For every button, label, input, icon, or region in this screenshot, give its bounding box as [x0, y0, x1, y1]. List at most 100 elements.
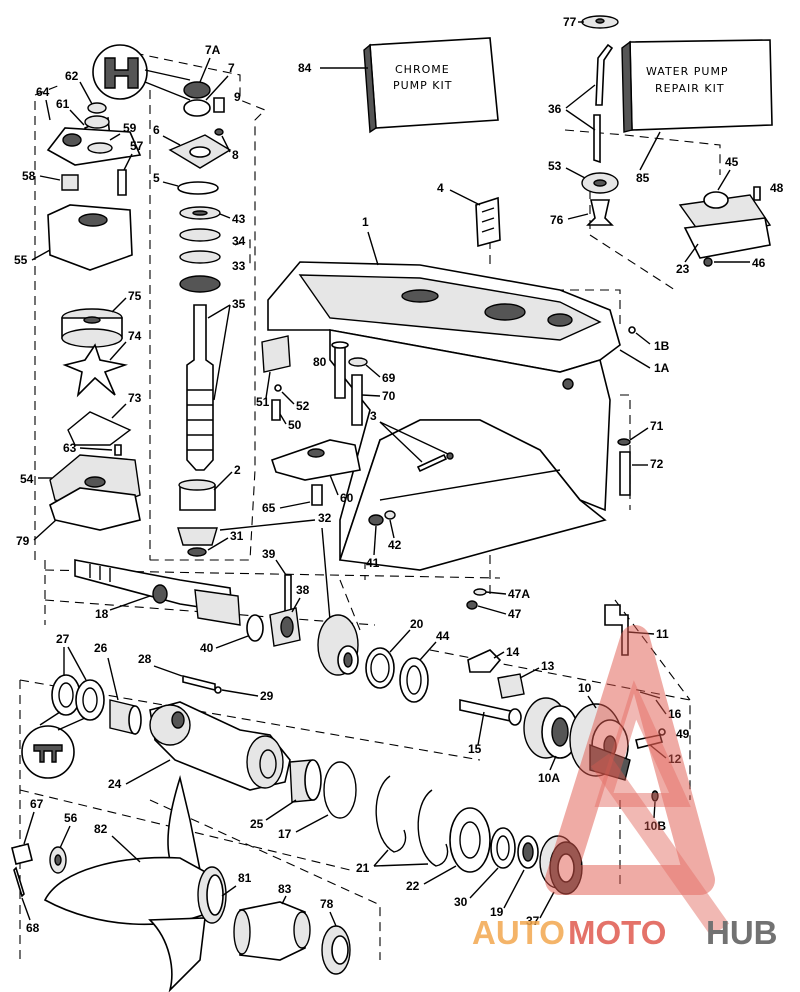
part-number-label: 62: [65, 69, 79, 83]
part-number-label: 46: [752, 256, 766, 270]
right-hardware: 71 72 41 42 47A 47: [366, 419, 664, 621]
chrome-kit-ref: 84: [298, 61, 312, 75]
part-number-label: 77: [563, 15, 577, 29]
part-number-label: 15: [468, 742, 482, 756]
water-kit-ref: 85: [636, 171, 650, 185]
part-number-label: 54: [20, 472, 34, 486]
part-number-label: 31: [230, 529, 244, 543]
part-number-label: 33: [232, 259, 246, 273]
part-number-label: 44: [436, 629, 450, 643]
gearcase-housing: 1 1B 1A: [267, 215, 670, 571]
part-number-label: 40: [200, 641, 214, 655]
part-number-label: 21: [356, 861, 370, 875]
part-number-label: 22: [406, 879, 420, 893]
part-number-label: 76: [550, 213, 564, 227]
part-number-label: 13: [541, 659, 555, 673]
part-number-label: 32: [318, 511, 332, 525]
part-4-screen: 4: [437, 181, 501, 248]
part-number-label: 3: [370, 409, 377, 423]
part-number-label: 74: [128, 329, 142, 343]
logo-auto-text: AUTO: [472, 914, 565, 951]
part-number-label: 53: [548, 159, 562, 173]
part-number-label: 67: [30, 797, 44, 811]
part-number-label: 4: [437, 181, 444, 195]
part-number-label: 38: [296, 583, 310, 597]
part-number-label: 26: [94, 641, 108, 655]
part-number-label: 8: [232, 148, 239, 162]
water-kit-line2: REPAIR KIT: [655, 82, 725, 95]
part-number-label: 35: [232, 297, 246, 311]
part-number-label: 71: [650, 419, 664, 433]
part-number-label: 9: [234, 90, 241, 104]
logo-moto-text: MOTO: [568, 914, 666, 951]
right-pump-housing: 45 48 23 46: [676, 155, 784, 276]
part-number-label: 75: [128, 289, 142, 303]
chrome-pump-kit-box: CHROME PUMP KIT 84: [298, 37, 499, 134]
propshaft-row: 39 40 38 18 20 44: [74, 547, 450, 703]
part-number-label: 14: [506, 645, 520, 659]
mid-bolts: 80 69 70 51 52 50 3: [256, 335, 454, 473]
part-number-label: 73: [128, 391, 142, 405]
part-number-label: 55: [14, 253, 28, 267]
part-number-label: 36: [548, 102, 562, 116]
part-number-label: 50: [288, 418, 302, 432]
part-number-label: 11: [656, 627, 669, 641]
part-number-label: 47: [508, 607, 522, 621]
part-number-label: 29: [260, 689, 274, 703]
propeller-area: 67 56 68 82 81 83 78: [11, 774, 351, 992]
driveshaft-stack: 7A 7 9 8 6 5 43 34 33 35 2 32 31: [92, 43, 332, 621]
chrome-kit-line2: PUMP KIT: [393, 79, 452, 92]
part-number-label: 1B: [654, 339, 670, 353]
part-number-label: 28: [138, 652, 152, 666]
part-number-label: 82: [94, 822, 108, 836]
part-number-label: 19: [490, 905, 504, 919]
part-number-label: 65: [262, 501, 276, 515]
part-number-label: 57: [130, 139, 144, 153]
part-number-label: 1A: [654, 361, 670, 375]
part-number-label: 7A: [205, 43, 221, 57]
part-number-label: 24: [108, 777, 122, 791]
part-number-label: 27: [56, 632, 70, 646]
part-number-label: 81: [238, 871, 252, 885]
part-number-label: 80: [313, 355, 327, 369]
part-number-label: 70: [382, 389, 396, 403]
part-number-label: 6: [153, 123, 160, 137]
part-number-label: 10: [578, 681, 592, 695]
part-number-label: 69: [382, 371, 396, 385]
part-number-label: 63: [63, 441, 77, 455]
part-number-label: 49: [676, 727, 690, 741]
trim-tab-area: 60 65: [262, 439, 361, 515]
part-number-label: 23: [676, 262, 690, 276]
part-number-label: 25: [250, 817, 264, 831]
part-number-label: 18: [95, 607, 109, 621]
part-number-label: 72: [650, 457, 664, 471]
water-kit-line1: WATER PUMP: [646, 65, 729, 78]
part-number-label: 58: [22, 169, 36, 183]
left-water-pump: 62 64 61 59 57 58 55 75 74 73 63 54 79: [14, 69, 144, 548]
part-number-label: 20: [410, 617, 424, 631]
part-number-label: 64: [36, 85, 50, 99]
part-number-label: 7: [228, 61, 235, 75]
part-number-label: 41: [366, 556, 380, 570]
part-number-label: 34: [232, 234, 246, 248]
part-number-label: 79: [16, 534, 30, 548]
water-pump-kit-box: WATER PUMP REPAIR KIT 85: [621, 39, 773, 185]
part-number-label: 10A: [538, 771, 560, 785]
part-number-label: 61: [56, 97, 70, 111]
part-number-label: 39: [262, 547, 276, 561]
part-number-label: 5: [153, 171, 160, 185]
part-number-label: 1: [362, 215, 369, 229]
shift-rod-parts: [581, 15, 619, 226]
part-number-label: 30: [454, 895, 468, 909]
part-number-label: 68: [26, 921, 40, 935]
part-number-label: 47A: [508, 587, 530, 601]
chrome-kit-line1: CHROME: [395, 63, 450, 76]
logo-hub-text: HUB: [706, 914, 778, 951]
part-number-label: 2: [234, 463, 241, 477]
automotohub-watermark-logo: AUTO MOTO HUB: [472, 625, 778, 951]
part-number-label: 45: [725, 155, 739, 169]
part-number-label: 37: [526, 914, 540, 928]
part-number-label: 56: [64, 811, 78, 825]
